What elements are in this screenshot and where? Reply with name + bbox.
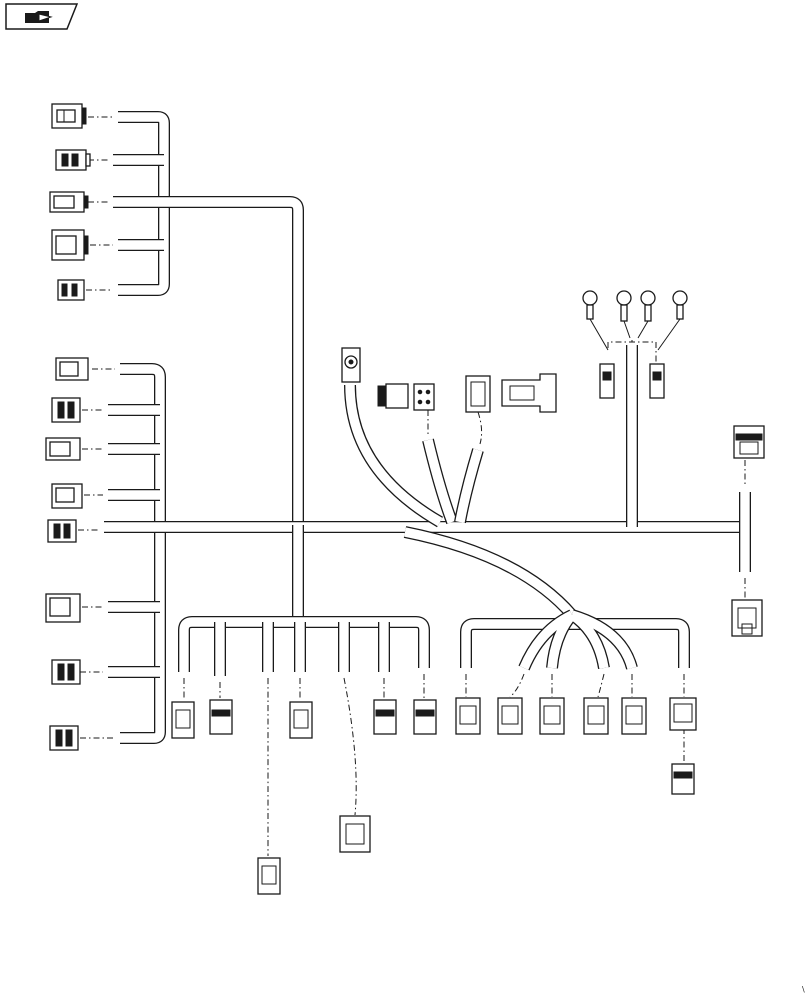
connector-c1 [51,103,87,129]
connector-c20 [733,425,765,459]
connector-group-bottom[interactable] [171,697,697,895]
connector-c7 [51,397,81,423]
connector-group-right[interactable] [731,425,765,637]
leader-lines [78,116,746,856]
connector-c25 [373,699,397,735]
connector-c10 [47,519,77,543]
connector-c18 [599,363,615,399]
harness-trunks [104,111,751,744]
connector-round-plug [341,347,361,383]
connector-c35 [257,857,281,895]
connector-c27 [455,697,481,735]
connector-c5 [57,279,85,301]
ring-terminal-3 [640,290,656,322]
connector-group-upper-middle[interactable] [341,347,557,413]
connector-c29 [539,697,565,735]
connector-c31 [621,697,647,735]
connector-c3 [49,191,89,213]
connector-c8 [45,437,81,461]
connector-c9 [51,483,83,509]
connector-group-top-left[interactable] [49,103,91,301]
connector-c11 [45,593,81,623]
connector-c19 [649,363,665,399]
ring-terminal-2 [616,290,632,322]
connector-c21 [731,599,763,637]
ring-terminal-group[interactable] [582,290,688,399]
connector-c33 [671,763,695,795]
connector-c13 [49,725,79,751]
back-navigation-badge[interactable] [5,3,79,30]
corner-mark: \ [802,985,805,994]
connector-c28 [497,697,523,735]
connector-c32 [669,697,697,731]
ring-terminal-1 [582,290,598,320]
connector-c2 [55,149,91,171]
connector-c6 [55,357,89,381]
connector-c22 [171,701,195,739]
connector-c24 [289,701,313,739]
connector-c12 [51,659,81,685]
connector-group-left-middle[interactable] [45,357,89,751]
folder-arrow-icon [5,3,79,30]
connector-c16 [465,375,491,413]
connector-c4 [51,229,89,261]
connector-c14 [377,383,409,409]
connector-c30 [583,697,609,735]
ring-terminal-4 [672,290,688,320]
connector-c17 [501,373,557,413]
connector-c34 [339,815,371,853]
connector-c15 [413,383,435,411]
connector-c23 [209,699,233,735]
connector-c26 [413,699,437,735]
